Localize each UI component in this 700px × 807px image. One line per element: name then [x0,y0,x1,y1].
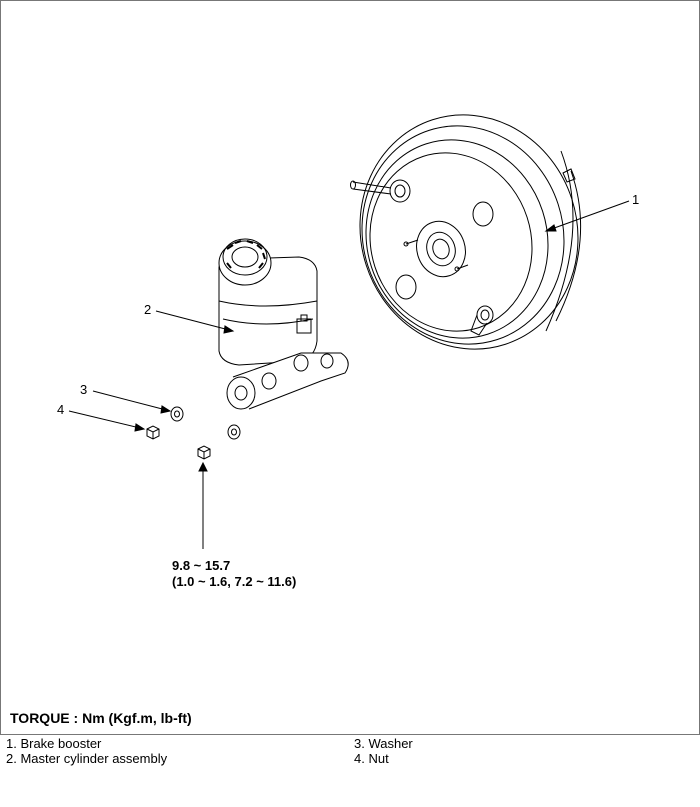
callout-3: 3 [80,382,88,397]
parts-legend-left: 1. Brake booster 2. Master cylinder asse… [6,736,167,766]
leader-lines [68,200,630,549]
torque-value-line-1: 9.8 ~ 15.7 [172,558,231,573]
legend-item-master-cylinder: 2. Master cylinder assembly [6,751,168,766]
callout-4: 4 [57,402,65,417]
torque-value-label: 9.8 ~ 15.7 (1.0 ~ 1.6, 7.2 ~ 11.6) [172,558,296,590]
washer-nut-parts [146,406,241,460]
torque-unit-heading: TORQUE : Nm (Kgf.m, lb-ft) [10,710,192,726]
exploded-view-drawing [68,114,630,549]
callout-2: 2 [144,302,152,317]
callout-1: 1 [632,192,640,207]
parts-legend-right: 3. Washer 4. Nut [354,736,413,766]
master-cylinder-drawing [218,238,349,410]
brake-booster-drawing [350,114,582,350]
legend-item-brake-booster: 1. Brake booster [6,736,102,751]
torque-value-line-2: (1.0 ~ 1.6, 7.2 ~ 11.6) [172,574,297,589]
legend-item-washer: 3. Washer [354,736,413,751]
legend-item-nut: 4. Nut [354,751,389,766]
